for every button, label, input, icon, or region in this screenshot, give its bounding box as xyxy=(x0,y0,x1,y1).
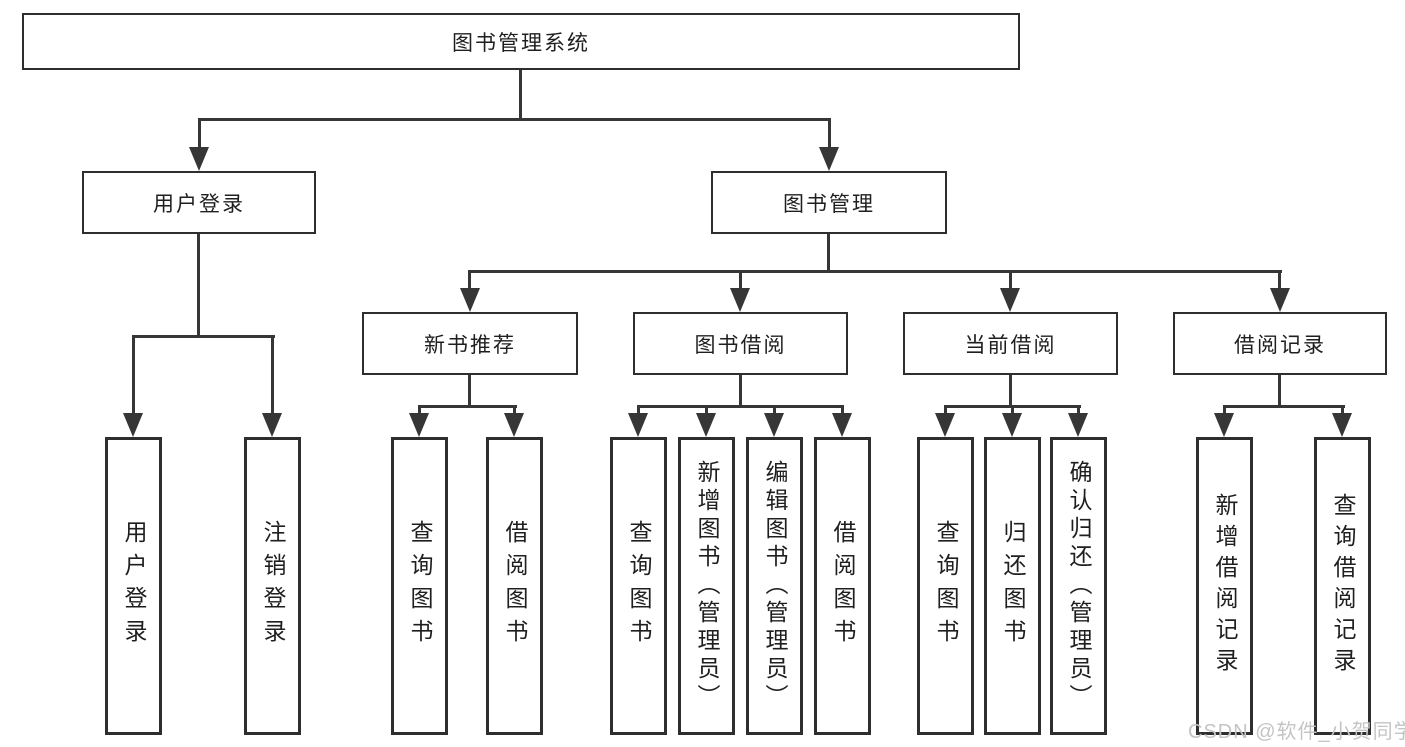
leaf-add-book-admin-label: 新增图书（管理员） xyxy=(694,460,720,712)
node-current-borrow-label: 当前借阅 xyxy=(964,333,1057,357)
leaf-query-books-borrow: 查询图书 xyxy=(610,437,667,735)
line xyxy=(468,270,471,292)
node-current-borrow: 当前借阅 xyxy=(903,312,1118,375)
line xyxy=(1278,270,1281,292)
leaf-confirm-return-admin: 确认归还（管理员） xyxy=(1050,437,1107,735)
arrow-down-icon xyxy=(460,288,480,312)
line xyxy=(773,405,776,417)
arrow-down-icon xyxy=(262,413,282,437)
arrow-down-icon xyxy=(409,413,429,437)
node-user-login: 用户登录 xyxy=(82,171,316,234)
arrow-down-icon xyxy=(935,413,955,437)
line xyxy=(1223,405,1226,417)
line xyxy=(519,69,522,121)
arrow-down-icon xyxy=(1000,288,1020,312)
line xyxy=(1011,405,1014,417)
watermark: CSDN @软件_小贺同学 xyxy=(1188,721,1405,743)
leaf-borrow-books-borrow-label: 借阅图书 xyxy=(830,520,856,652)
line xyxy=(739,375,742,408)
line xyxy=(132,335,135,415)
arrow-down-icon xyxy=(730,288,750,312)
line xyxy=(468,270,1282,273)
arrow-down-icon xyxy=(832,413,852,437)
line xyxy=(513,405,516,417)
leaf-user-login-label: 用户登录 xyxy=(121,520,147,652)
line xyxy=(1223,405,1345,408)
arrow-down-icon xyxy=(1332,413,1352,437)
arrow-down-icon xyxy=(628,413,648,437)
line xyxy=(418,405,421,417)
leaf-add-borrow-record: 新增借阅记录 xyxy=(1196,437,1253,735)
node-borrow-records-label: 借阅记录 xyxy=(1234,333,1326,357)
arrow-down-icon xyxy=(504,413,524,437)
line xyxy=(841,405,844,417)
node-book-management-label: 图书管理 xyxy=(783,192,875,216)
line xyxy=(197,234,200,337)
leaf-borrow-books-newrec: 借阅图书 xyxy=(486,437,543,735)
line xyxy=(468,375,471,408)
leaf-borrow-books-borrow: 借阅图书 xyxy=(814,437,871,735)
line xyxy=(132,335,275,338)
line xyxy=(1009,270,1012,292)
line xyxy=(1341,405,1344,417)
node-root: 图书管理系统 xyxy=(22,13,1020,70)
line xyxy=(828,118,831,150)
line xyxy=(705,405,708,417)
arrow-down-icon xyxy=(1214,413,1234,437)
leaf-query-books-current-label: 查询图书 xyxy=(933,520,959,652)
arrow-down-icon xyxy=(1002,413,1022,437)
arrow-down-icon xyxy=(696,413,716,437)
line xyxy=(198,118,201,150)
leaf-borrow-books-newrec-label: 借阅图书 xyxy=(502,520,528,652)
leaf-query-borrow-record: 查询借阅记录 xyxy=(1314,437,1371,735)
arrow-down-icon xyxy=(819,147,839,171)
line xyxy=(944,405,947,417)
line xyxy=(418,405,517,408)
leaf-add-borrow-record-label: 新增借阅记录 xyxy=(1212,493,1238,679)
leaf-query-books-current: 查询图书 xyxy=(917,437,974,735)
leaf-confirm-return-admin-label: 确认归还（管理员） xyxy=(1066,460,1092,712)
line xyxy=(827,234,830,273)
leaf-query-books-borrow-label: 查询图书 xyxy=(626,520,652,652)
arrow-down-icon xyxy=(1270,288,1290,312)
arrow-down-icon xyxy=(123,413,143,437)
line xyxy=(1009,375,1012,408)
node-new-book-recommend-label: 新书推荐 xyxy=(424,333,516,357)
arrow-down-icon xyxy=(189,147,209,171)
node-root-label: 图书管理系统 xyxy=(452,31,590,55)
node-new-book-recommend: 新书推荐 xyxy=(362,312,578,375)
node-book-management: 图书管理 xyxy=(711,171,947,234)
leaf-return-books: 归还图书 xyxy=(984,437,1041,735)
line xyxy=(637,405,640,417)
leaf-user-login: 用户登录 xyxy=(105,437,162,735)
line xyxy=(1077,405,1080,417)
leaf-query-borrow-record-label: 查询借阅记录 xyxy=(1330,493,1356,679)
leaf-edit-book-admin-label: 编辑图书（管理员） xyxy=(762,460,788,712)
node-borrow-records: 借阅记录 xyxy=(1173,312,1387,375)
leaf-query-books-newrec: 查询图书 xyxy=(391,437,448,735)
leaf-query-books-newrec-label: 查询图书 xyxy=(407,520,433,652)
leaf-logout-login-label: 注销登录 xyxy=(260,520,286,652)
line xyxy=(271,335,274,415)
line xyxy=(739,270,742,292)
arrow-down-icon xyxy=(1068,413,1088,437)
leaf-return-books-label: 归还图书 xyxy=(1000,520,1026,652)
leaf-edit-book-admin: 编辑图书（管理员） xyxy=(746,437,803,735)
leaf-logout-login: 注销登录 xyxy=(244,437,301,735)
line xyxy=(1278,375,1281,408)
node-book-borrow-label: 图书借阅 xyxy=(694,333,787,357)
leaf-add-book-admin: 新增图书（管理员） xyxy=(678,437,735,735)
node-book-borrow: 图书借阅 xyxy=(633,312,848,375)
arrow-down-icon xyxy=(764,413,784,437)
line xyxy=(198,118,831,121)
line xyxy=(637,405,844,408)
node-user-login-label: 用户登录 xyxy=(153,192,245,216)
